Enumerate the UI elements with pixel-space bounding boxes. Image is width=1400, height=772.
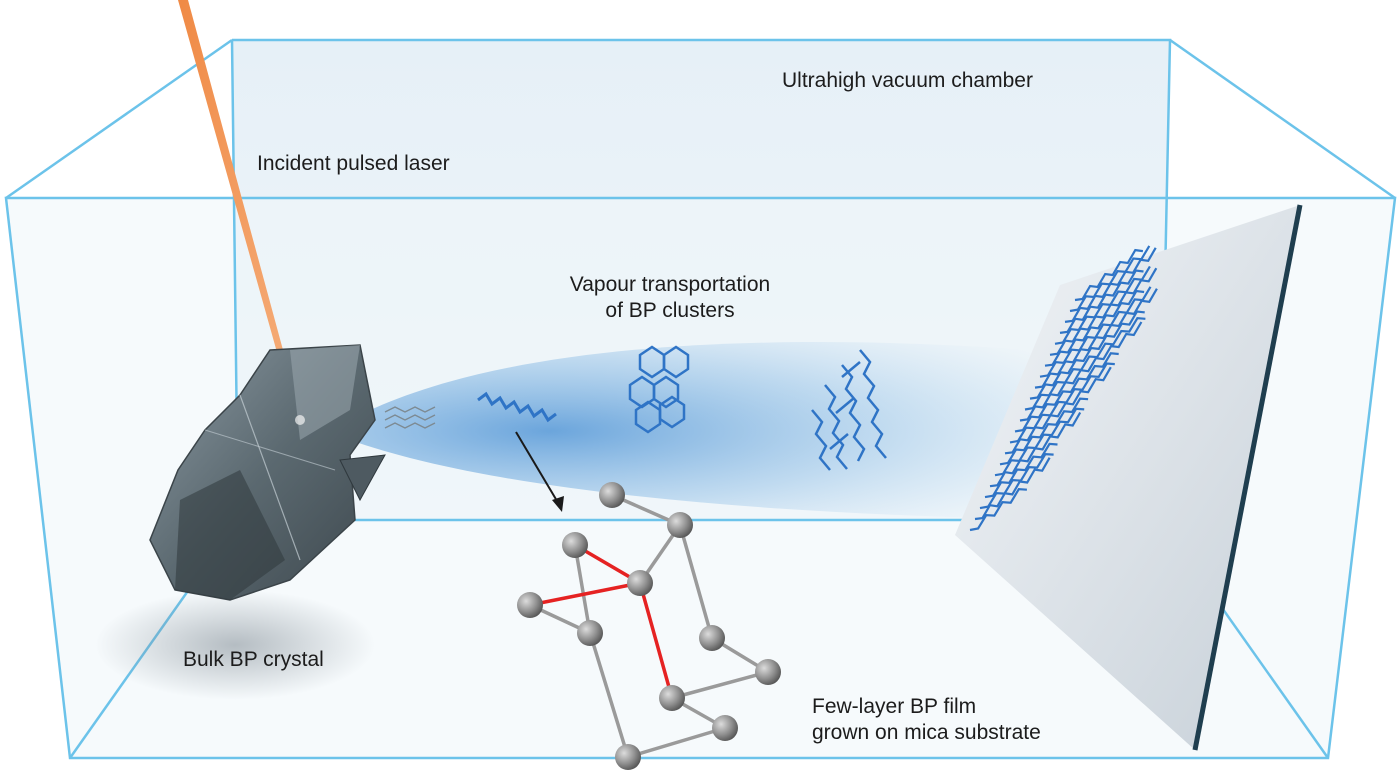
chamber-label: Ultrahigh vacuum chamber [782, 69, 1033, 92]
film-lattice-row [1004, 366, 1112, 455]
film-lattice-row [1054, 265, 1151, 345]
vapour-label: Vapour transportation of BP clusters [510, 272, 830, 324]
film-lattice-row [1044, 289, 1145, 367]
film-lattice-row [1049, 267, 1158, 356]
crystal-shadow [95, 590, 375, 700]
film-lattice-row [1014, 352, 1119, 433]
film-lattice-row [1019, 321, 1143, 422]
crystal-label: Bulk BP crystal [183, 648, 324, 671]
phosphorus-atom [577, 620, 603, 646]
phosphorus-atom [712, 715, 738, 741]
phosphorus-atom [627, 570, 653, 596]
film-lattice-row [994, 407, 1085, 477]
small-bp-cluster [384, 406, 436, 429]
vapour-plume [350, 342, 1150, 520]
film-lattice-row [989, 411, 1082, 488]
phosphorus-atom [659, 685, 685, 711]
film-lattice-row [979, 452, 1054, 510]
phosphorus-atom [699, 625, 725, 651]
film-lattice-row [1009, 362, 1115, 444]
puckered-bp-cluster [811, 349, 887, 471]
pointer-arrowhead [552, 496, 564, 512]
phosphorus-atom [599, 482, 625, 508]
bulk-bp-crystal [149, 344, 386, 601]
phosphorus-atom [755, 659, 781, 685]
film-lattice-row [1074, 248, 1144, 302]
film-label-line1: Few-layer BP film [812, 695, 977, 718]
chain-bp-cluster [477, 391, 557, 423]
highlight-bond [638, 582, 674, 699]
phosphorus-atom [562, 532, 588, 558]
pulsed-laser-beam [178, 0, 302, 420]
film-lattice-row [1034, 288, 1158, 389]
pointer-arrow [515, 431, 561, 507]
vapour-label-line2: of BP clusters [605, 299, 735, 322]
film-label: Few-layer BP film grown on mica substrat… [812, 694, 1041, 746]
film-lattice-row [1064, 247, 1157, 323]
film-lattice-row [1029, 310, 1145, 400]
bp-unit-cell-model [517, 482, 781, 770]
film-label-line2: grown on mica substrate [812, 721, 1041, 744]
film-lattice-row [1024, 317, 1146, 411]
film-lattice-row [999, 397, 1089, 466]
film-lattice-row [1059, 269, 1144, 334]
film-lattice-row [984, 442, 1058, 499]
mica-substrate [955, 204, 1303, 751]
film-lattice-row [969, 488, 1027, 532]
highlight-bond [529, 581, 641, 607]
laser-label: Incident pulsed laser [257, 152, 450, 175]
few-layer-bp-film [969, 245, 1158, 532]
phosphorus-atom [517, 592, 543, 618]
phosphorus-atom [615, 744, 641, 770]
vapour-label-line1: Vapour transportation [569, 273, 771, 296]
film-lattice-row [974, 457, 1051, 521]
honeycomb-bp-cluster [628, 345, 690, 434]
phosphorus-atom [667, 512, 693, 538]
